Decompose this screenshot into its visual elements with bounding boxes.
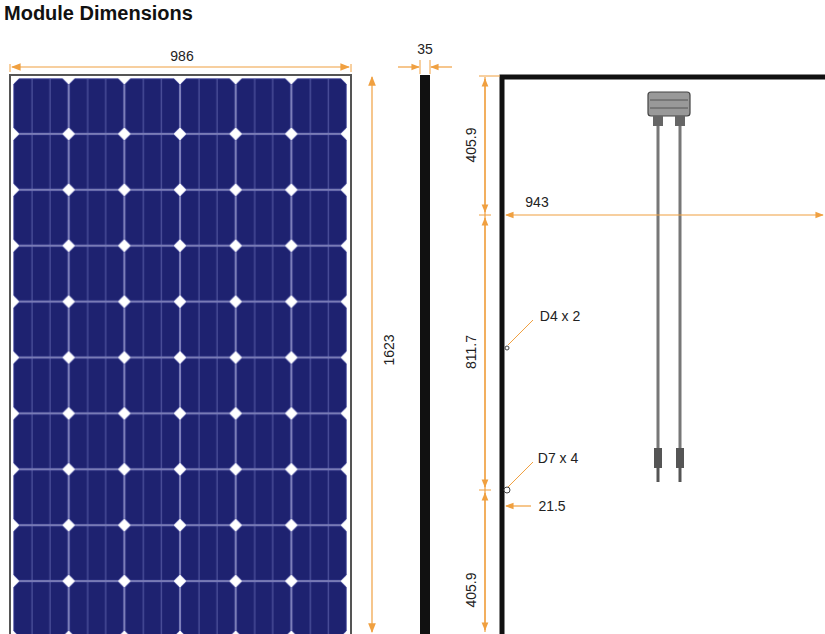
dimension-label: 811.7 [463,333,479,371]
dimension-label: 1623 [381,332,397,367]
junction-box [648,92,690,126]
dimension-label: 21.5 [536,498,567,514]
side-profile [420,75,430,634]
panel-frame [10,75,351,634]
cables [654,126,684,482]
dimension-label: 405.9 [463,570,479,609]
hole-callout: D7 x 4 [536,450,580,466]
leader-line [508,462,533,487]
dimension-line [12,66,349,67]
dimension-label: 35 [415,41,435,57]
dimension-line [506,505,531,506]
back-frame [502,77,825,634]
dimension-line [431,66,452,67]
mounting-hole [505,346,509,350]
dimension-label: 943 [523,194,550,210]
dimension-label: 986 [168,48,195,64]
title: Module Dimensions [4,2,193,25]
dimension-line [484,77,485,632]
dimension-label: 405.9 [463,125,479,164]
hole-callout: D4 x 2 [538,308,582,324]
solar-cells [13,78,347,634]
dimension-line [398,66,419,67]
mounting-hole [504,487,510,493]
dimension-line [371,77,372,632]
leader-line [508,320,533,345]
dimension-line [506,214,823,215]
